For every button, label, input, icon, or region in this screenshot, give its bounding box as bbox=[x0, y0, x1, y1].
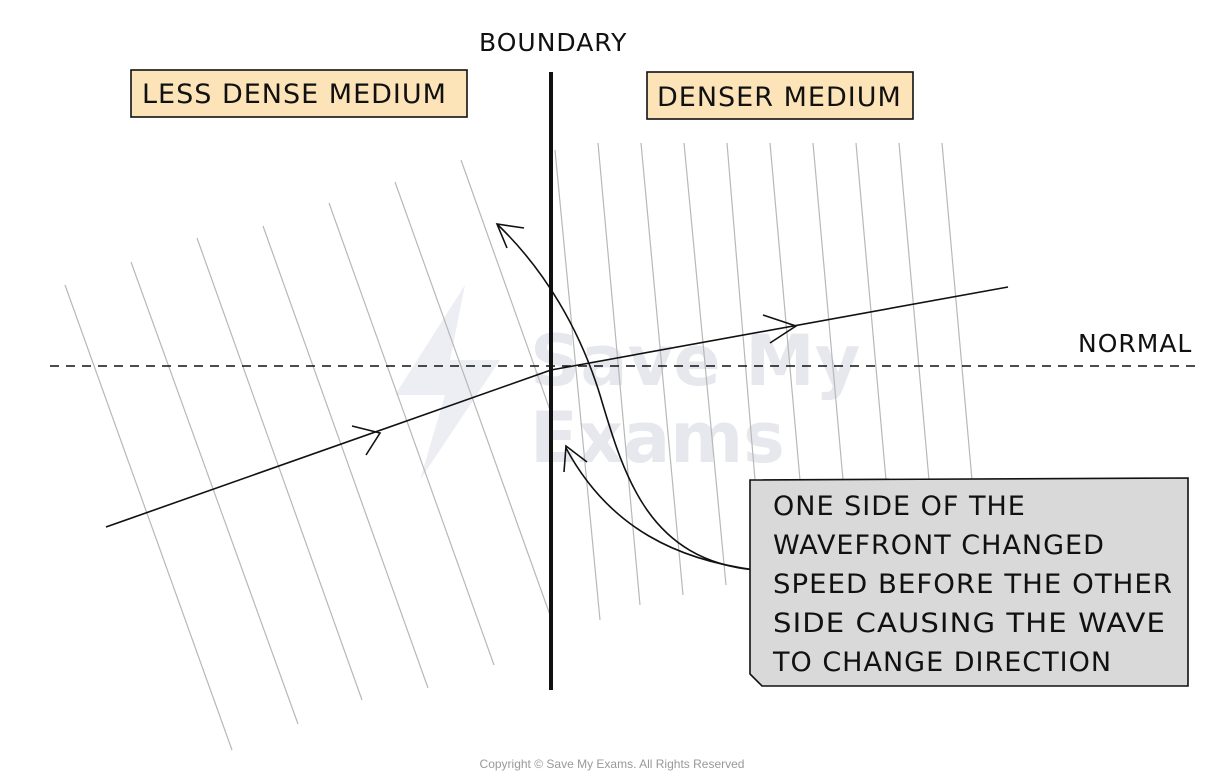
callout-box: ONE SIDE OF THE WAVEFRONT CHANGED SPEED … bbox=[749, 477, 1189, 687]
wavefront-line bbox=[328, 202, 495, 666]
callout-line-3: SPEED BEFORE THE OTHER bbox=[773, 569, 1173, 600]
wavefront-line bbox=[554, 149, 601, 621]
wavefront-line bbox=[130, 261, 299, 725]
wavefront-bend-arrow bbox=[495, 223, 756, 571]
incident-ray bbox=[105, 369, 552, 528]
wavefronts-denser bbox=[554, 142, 973, 621]
wavefront-line bbox=[941, 142, 973, 481]
wavefront-line bbox=[726, 142, 756, 481]
refracted-ray bbox=[550, 286, 1009, 371]
wavefront-line bbox=[769, 142, 801, 481]
callout-line-1: ONE SIDE OF THE bbox=[773, 491, 1026, 522]
bend-arrowhead bbox=[495, 223, 525, 249]
watermark: Save My Exams bbox=[395, 285, 860, 480]
denser-medium-box: DENSER MEDIUM bbox=[646, 71, 914, 120]
wavefront-line bbox=[262, 225, 429, 689]
copyright-notice: Copyright © Save My Exams. All Rights Re… bbox=[480, 757, 745, 771]
denser-medium-label: DENSER MEDIUM bbox=[657, 82, 902, 113]
wavefront-line bbox=[898, 142, 930, 481]
watermark-bolt-icon bbox=[395, 285, 500, 480]
wavefront-line bbox=[683, 142, 727, 586]
wavefronts-less-dense bbox=[64, 159, 551, 751]
wavefront-line bbox=[460, 159, 551, 411]
wavefront-line bbox=[640, 142, 684, 596]
wavefront-line bbox=[597, 142, 641, 606]
pointer-arrowhead bbox=[563, 444, 588, 473]
wavefront-line bbox=[196, 237, 363, 701]
normal-label: NORMAL bbox=[1078, 329, 1192, 358]
watermark-line2: Exams bbox=[530, 397, 785, 479]
refracted-arrowhead bbox=[762, 314, 798, 344]
less-dense-medium-box: LESS DENSE MEDIUM bbox=[130, 69, 468, 118]
callout-line-2: WAVEFRONT CHANGED bbox=[773, 530, 1105, 561]
callout-line-5: TO CHANGE DIRECTION bbox=[772, 647, 1112, 678]
watermark-line1: Save My bbox=[530, 320, 860, 402]
boundary-label: BOUNDARY bbox=[479, 28, 627, 57]
wavefront-line bbox=[64, 284, 233, 751]
incident-arrowhead bbox=[351, 425, 382, 456]
wavefront-line bbox=[812, 142, 844, 481]
callout-line-4: SIDE CAUSING THE WAVE bbox=[773, 608, 1166, 639]
less-dense-medium-label: LESS DENSE MEDIUM bbox=[142, 79, 447, 110]
